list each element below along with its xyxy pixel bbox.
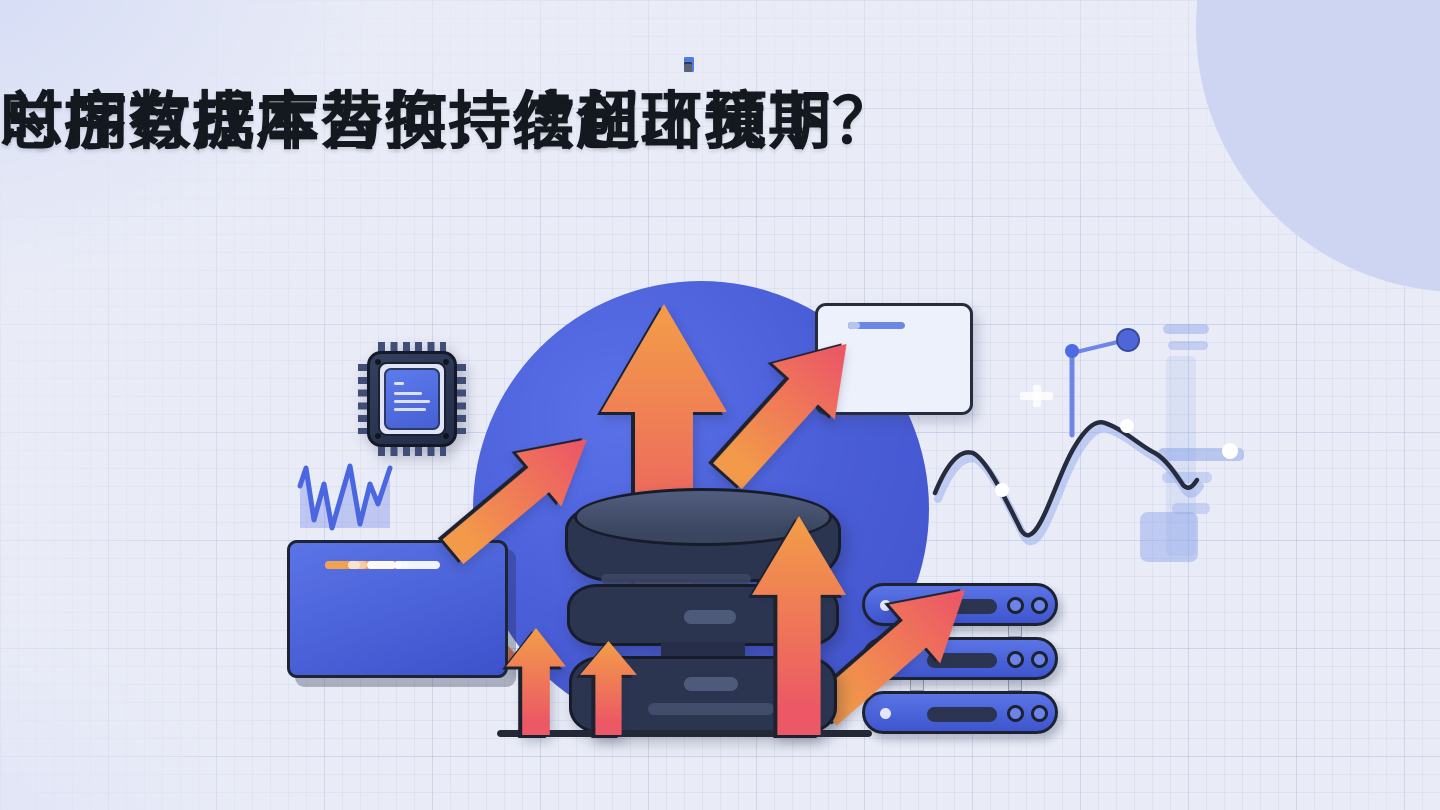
waveform-icon <box>297 463 393 531</box>
chip-pins <box>378 342 446 353</box>
decor-block <box>1140 512 1198 562</box>
growth-arrow-tall <box>748 516 846 738</box>
decor-bar <box>1163 324 1209 334</box>
server-unit <box>862 691 1058 734</box>
title-line-1: 时序数据库替换：信创环境下 <box>0 87 832 157</box>
chip-pins <box>455 364 466 434</box>
chip-core <box>384 368 440 430</box>
chip-body <box>367 351 457 447</box>
title-line-2: 总拥有成本为何持续超出预期？ <box>0 87 896 157</box>
ground-line <box>497 730 872 737</box>
growth-arrow-small-1 <box>502 628 566 738</box>
plus-icon <box>1033 385 1041 407</box>
chip-pins <box>358 364 369 434</box>
decor-bar <box>1172 503 1210 514</box>
line-chart-icon <box>932 328 1238 546</box>
logo-bar <box>684 64 692 72</box>
code-window-icon <box>287 540 508 678</box>
decor-bar <box>1162 472 1212 483</box>
chip-pins <box>378 445 446 456</box>
growth-arrow-small-2 <box>576 641 637 738</box>
decor-bar <box>1168 341 1208 350</box>
cpu-chip-icon <box>358 342 466 456</box>
